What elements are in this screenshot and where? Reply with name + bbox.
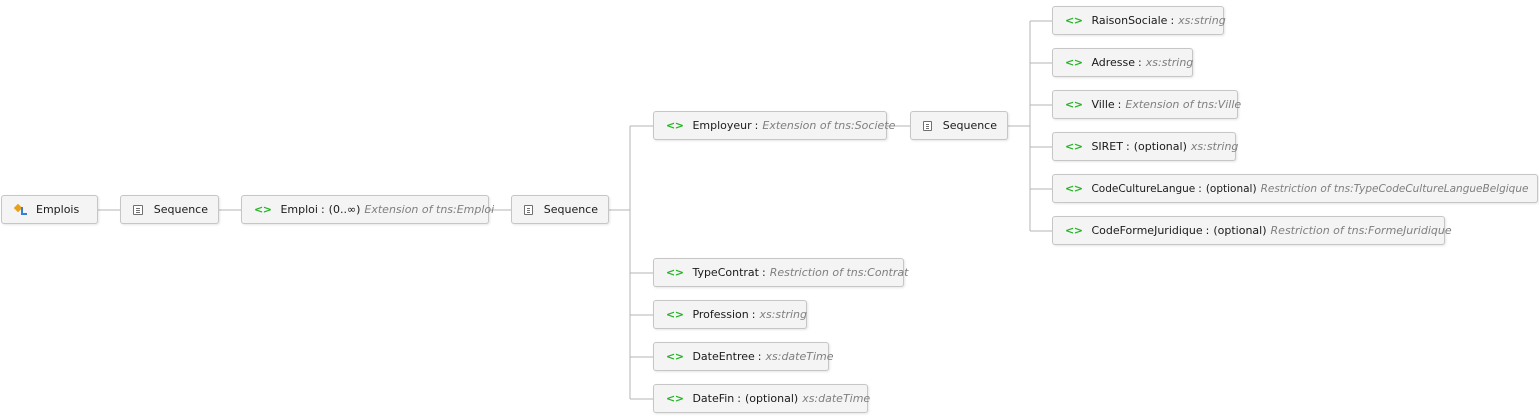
separator: : (1198, 182, 1202, 195)
root-element-emplois[interactable]: Emplois (1, 195, 98, 224)
separator: : (751, 308, 756, 321)
element-dateentree[interactable]: <> DateEntree: xs:dateTime (653, 342, 834, 371)
separator: : (1138, 56, 1142, 69)
type-label: xs:dateTime (802, 392, 871, 405)
occurrence-label: (optional) (745, 392, 799, 405)
type-label: xs:dateTime (765, 350, 834, 363)
separator: : (1117, 98, 1122, 111)
separator: : (754, 119, 759, 132)
type-label: Extension of tns:Ville (1125, 98, 1242, 111)
element-emploi[interactable]: <> Emploi: (0..∞) Extension of tns:Emplo… (241, 195, 494, 224)
element-name: DateFin (692, 392, 735, 405)
type-label: xs:string (759, 308, 807, 321)
element-icon: <> (1065, 224, 1083, 237)
type-label: Restriction of tns:Contrat (769, 266, 909, 279)
element-codeculturelangue[interactable]: <> CodeCultureLangue: (optional) Restric… (1052, 174, 1538, 203)
element-name: RaisonSociale (1091, 14, 1168, 27)
type-label: Restriction of tns:FormeJuridique (1270, 224, 1452, 237)
node-label: Sequence (942, 119, 997, 132)
element-siret[interactable]: <> SIRET: (optional) xs:string (1052, 132, 1239, 161)
type-label: Extension of tns:Societe (762, 119, 896, 132)
separator: : (761, 266, 766, 279)
element-name: SIRET (1091, 140, 1123, 153)
element-adresse[interactable]: <> Adresse: xs:string (1052, 48, 1193, 77)
complex-type-icon (13, 203, 28, 217)
element-name: CodeCultureLangue (1091, 182, 1196, 195)
element-typecontrat[interactable]: <> TypeContrat: Restriction of tns:Contr… (653, 258, 908, 287)
element-name: Adresse (1091, 56, 1136, 69)
sequence-icon (524, 204, 533, 215)
node-label: Sequence (543, 203, 598, 216)
separator: : (757, 350, 762, 363)
sequence-icon (923, 120, 932, 131)
element-icon: <> (1065, 14, 1083, 27)
sequence-node[interactable]: Sequence (511, 195, 609, 224)
separator: : (1170, 14, 1175, 27)
element-icon: <> (254, 203, 272, 216)
node-label: Emplois (36, 203, 80, 216)
element-icon: <> (1065, 56, 1083, 69)
node-label: Sequence (153, 203, 208, 216)
type-label: Restriction of tns:TypeCodeCultureLangue… (1260, 182, 1529, 195)
element-icon: <> (666, 392, 684, 405)
element-name: TypeContrat (692, 266, 759, 279)
occurrence-label: (0..∞) (328, 203, 361, 216)
sequence-node[interactable]: Sequence (120, 195, 219, 224)
element-name: Ville (1091, 98, 1115, 111)
occurrence-label: (optional) (1133, 140, 1187, 153)
element-name: Emploi (280, 203, 318, 216)
sequence-node[interactable]: Sequence (910, 111, 1008, 140)
element-employeur[interactable]: <> Employeur: Extension of tns:Societe (653, 111, 895, 140)
element-name: DateEntree (692, 350, 755, 363)
element-icon: <> (1065, 140, 1083, 153)
separator: : (1125, 140, 1130, 153)
separator: : (737, 392, 742, 405)
occurrence-label: (optional) (1213, 224, 1267, 237)
occurrence-label: (optional) (1205, 182, 1257, 195)
separator: : (320, 203, 325, 216)
element-datefin[interactable]: <> DateFin: (optional) xs:dateTime (653, 384, 871, 413)
element-icon: <> (666, 350, 684, 363)
element-icon: <> (666, 308, 684, 321)
element-icon: <> (1065, 182, 1083, 195)
element-icon: <> (666, 119, 684, 132)
element-name: Employeur (692, 119, 752, 132)
element-raisonsociale[interactable]: <> RaisonSociale: xs:string (1052, 6, 1226, 35)
element-ville[interactable]: <> Ville: Extension of tns:Ville (1052, 90, 1242, 119)
element-icon: <> (666, 266, 684, 279)
element-name: Profession (692, 308, 749, 321)
separator: : (1205, 224, 1210, 237)
type-label: xs:string (1178, 14, 1226, 27)
element-icon: <> (1065, 98, 1083, 111)
element-name: CodeFormeJuridique (1091, 224, 1203, 237)
type-label: Extension of tns:Emploi (364, 203, 495, 216)
type-label: xs:string (1190, 140, 1239, 153)
type-label: xs:string (1145, 56, 1194, 69)
sequence-icon (133, 204, 143, 215)
element-codeformejuridique[interactable]: <> CodeFormeJuridique: (optional) Restri… (1052, 216, 1452, 245)
element-profession[interactable]: <> Profession: xs:string (653, 300, 807, 329)
